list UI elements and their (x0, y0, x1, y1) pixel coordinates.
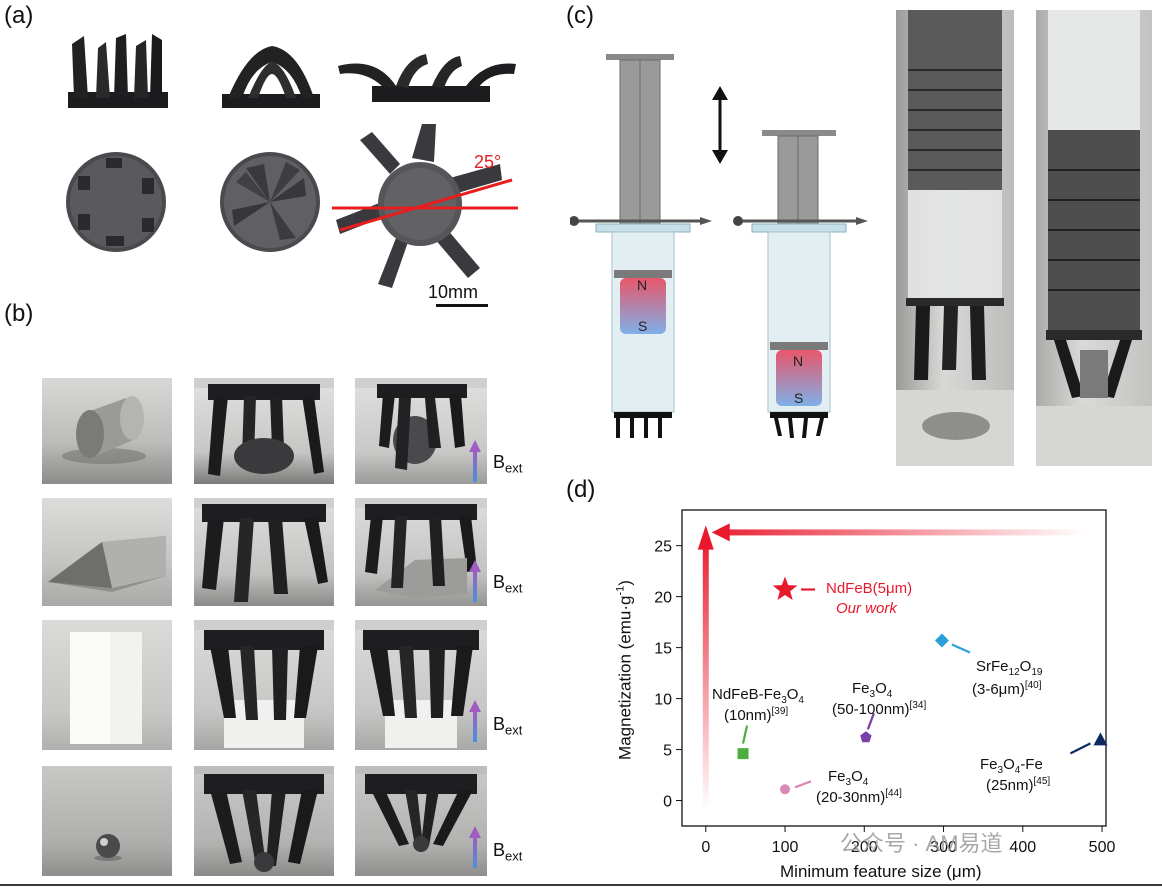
point-triangle (1093, 732, 1108, 746)
x-tick-label: 500 (1089, 839, 1116, 856)
leader-line (1069, 742, 1091, 755)
photo-syringe-closed (1036, 10, 1152, 466)
gripper-top-open (66, 152, 166, 252)
y-tick-label: 10 (654, 692, 672, 709)
photo-grip-cylinder-side (194, 498, 334, 606)
gripper-top-flat (332, 124, 518, 288)
photo-white-block (42, 620, 172, 750)
photo-syringe-open (896, 10, 1014, 466)
point-detail-fe3o4-20: (20-30nm)[44] (816, 788, 902, 806)
angle-label: 25° (474, 152, 502, 172)
field-label: Bext (493, 452, 523, 476)
point-square (737, 748, 749, 760)
x-tick-label: 400 (1009, 839, 1036, 856)
y-axis-label: Magnetization (emu·g-1) (614, 580, 635, 760)
photo-grip-cap-field (355, 378, 487, 484)
leader-line (866, 712, 875, 730)
point-label-fe3o4-50: Fe3O4 (852, 680, 893, 700)
point-detail-fe3o4-50: (50-100nm)[34] (832, 700, 927, 718)
leader-line (794, 780, 812, 789)
point-detail-srfe: (3-6μm)[40] (972, 680, 1042, 698)
gripper-side-closed (222, 46, 320, 108)
trend-arrows (697, 523, 1086, 811)
plot-frame (681, 509, 1107, 827)
x-axis-label: Minimum feature size (μm) (780, 862, 982, 881)
leader-line (951, 643, 971, 654)
point-detail-fe3o4-fe: (25nm)[45] (986, 776, 1051, 794)
point-detail-ndfeb-fe3o4: (10nm)[39] (724, 706, 789, 724)
point-label-ndfeb: NdFeB(5μm) (826, 580, 913, 597)
y-tick-label: 20 (654, 590, 672, 607)
field-arrow-icon (469, 560, 481, 602)
trend-arrow-horizontal (719, 529, 1086, 536)
photo-grip-cap-side (194, 378, 334, 484)
scale-bar-label: 10mm (428, 282, 479, 302)
photo-grip-ball-side (194, 766, 334, 876)
y-tick-label: 15 (654, 641, 672, 658)
axis-ticks: 0 100 200 300 400 500 0 5 10 15 20 25 (654, 539, 1115, 856)
magnet-pole-s: S (794, 390, 804, 406)
watermark: 公众号 · AM易道 (840, 831, 1003, 856)
y-tick-label: 25 (654, 539, 672, 556)
magnet-pole-n: N (637, 277, 648, 293)
trend-arrowhead-vertical (697, 525, 714, 550)
point-circle (780, 784, 791, 795)
point-note-ndfeb: Our work (836, 600, 897, 617)
point-label-fe3o4-fe: Fe3O4-Fe (980, 756, 1043, 776)
field-label: Bext (493, 572, 523, 596)
photo-grip-ball-field (355, 766, 487, 876)
x-tick-label: 100 (772, 839, 799, 856)
x-tick-label: 300 (930, 839, 957, 856)
scale-bar (436, 304, 488, 307)
point-label-fe3o4-20: Fe3O4 (828, 768, 869, 788)
panel-label-c: (c) (566, 2, 594, 29)
point-star (772, 576, 798, 600)
gripper-side-open (68, 34, 168, 108)
field-arrow-icon (469, 826, 481, 868)
leader-line (741, 725, 749, 744)
bottom-rule (0, 884, 1162, 886)
panel-label-a: (a) (4, 2, 34, 29)
panel-label-d: (d) (566, 476, 596, 503)
y-tick-label: 0 (663, 794, 672, 811)
field-label: Bext (493, 840, 523, 864)
x-tick-label: 200 (851, 839, 878, 856)
photo-grip-cylinder-field (355, 498, 487, 606)
y-axis-label-box: Magnetization (emu·g-1) (612, 520, 638, 820)
trend-arrow-vertical (702, 545, 709, 811)
magnet-pole-s: S (638, 318, 648, 334)
point-pentagon (860, 731, 872, 743)
photo-grip-block-side (194, 620, 334, 750)
label-leaders (741, 588, 1091, 789)
trend-arrowhead-horizontal (711, 523, 730, 542)
field-label: Bext (493, 714, 523, 738)
magnetization-chart: 0 100 200 300 400 500 0 5 10 15 20 25 (654, 509, 1115, 856)
y-tick-label: 5 (663, 743, 672, 760)
point-diamond (934, 633, 949, 648)
data-points (737, 576, 1108, 795)
syringe-diagram (570, 54, 868, 438)
point-label-srfe: SrFe12O19 (976, 658, 1043, 678)
point-label-ndfeb-fe3o4: NdFeB-Fe3O4 (712, 686, 804, 706)
photo-cylinder-cut (42, 498, 172, 606)
magnet-pole-n: N (793, 353, 804, 369)
photo-steel-ball (42, 766, 172, 876)
gripper-top-closed (220, 152, 320, 252)
field-arrow-icon (469, 700, 481, 742)
panel-label-b: (b) (4, 300, 34, 327)
gripper-side-flat (338, 54, 516, 102)
photo-knurled-cap (42, 378, 172, 484)
x-tick-label: 0 (701, 839, 710, 856)
field-arrow-icon (469, 440, 481, 482)
photo-grip-block-field (355, 620, 487, 750)
